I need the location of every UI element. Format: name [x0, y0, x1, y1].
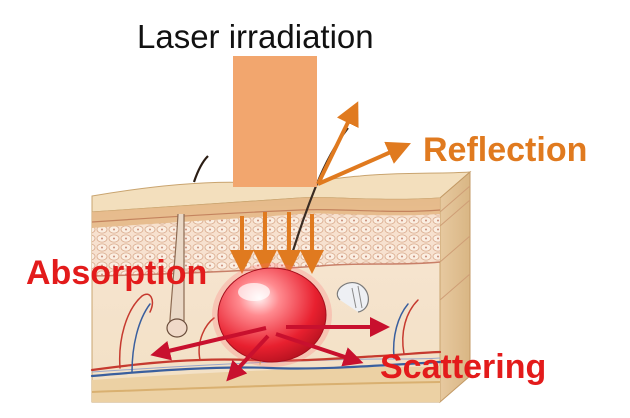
reflection-arrows [316, 101, 411, 186]
epidermis-line [91, 208, 441, 223]
vein-main [90, 360, 442, 378]
fat-stripe [91, 381, 441, 393]
follicle-bulb-left [166, 318, 188, 338]
diagram-title: Laser irradiation [137, 18, 374, 55]
hair-strand-left [192, 155, 209, 183]
penetration-arrows [230, 212, 324, 274]
artery-branch-2 [198, 317, 215, 361]
vein-branch-1 [131, 303, 151, 373]
label-reflection: Reflection [423, 131, 588, 169]
absorption-sphere-highlight [238, 283, 270, 301]
reflection-arrow-up [316, 101, 359, 185]
scattering-arrows [150, 317, 390, 382]
artery-main [90, 350, 442, 372]
absorption-sphere [217, 267, 327, 363]
vein-branch-2 [392, 303, 409, 359]
follicle-right-outline [336, 281, 369, 313]
gland-right [351, 285, 363, 309]
scatter-arrow-down-right [275, 332, 364, 367]
artery-branch-3 [402, 299, 419, 355]
laser-beam [233, 56, 317, 187]
absorption-sphere-group [212, 263, 332, 367]
side-strata [439, 185, 471, 301]
reflection-arrow-right [317, 141, 411, 186]
scatter-arrow-down-left [226, 334, 270, 382]
label-scattering: Scattering [380, 348, 547, 386]
artery-branch-1 [118, 293, 154, 369]
scatter-arrow-left [150, 326, 267, 361]
label-absorption: Absorption [26, 254, 208, 292]
fat-layer [92, 366, 440, 402]
